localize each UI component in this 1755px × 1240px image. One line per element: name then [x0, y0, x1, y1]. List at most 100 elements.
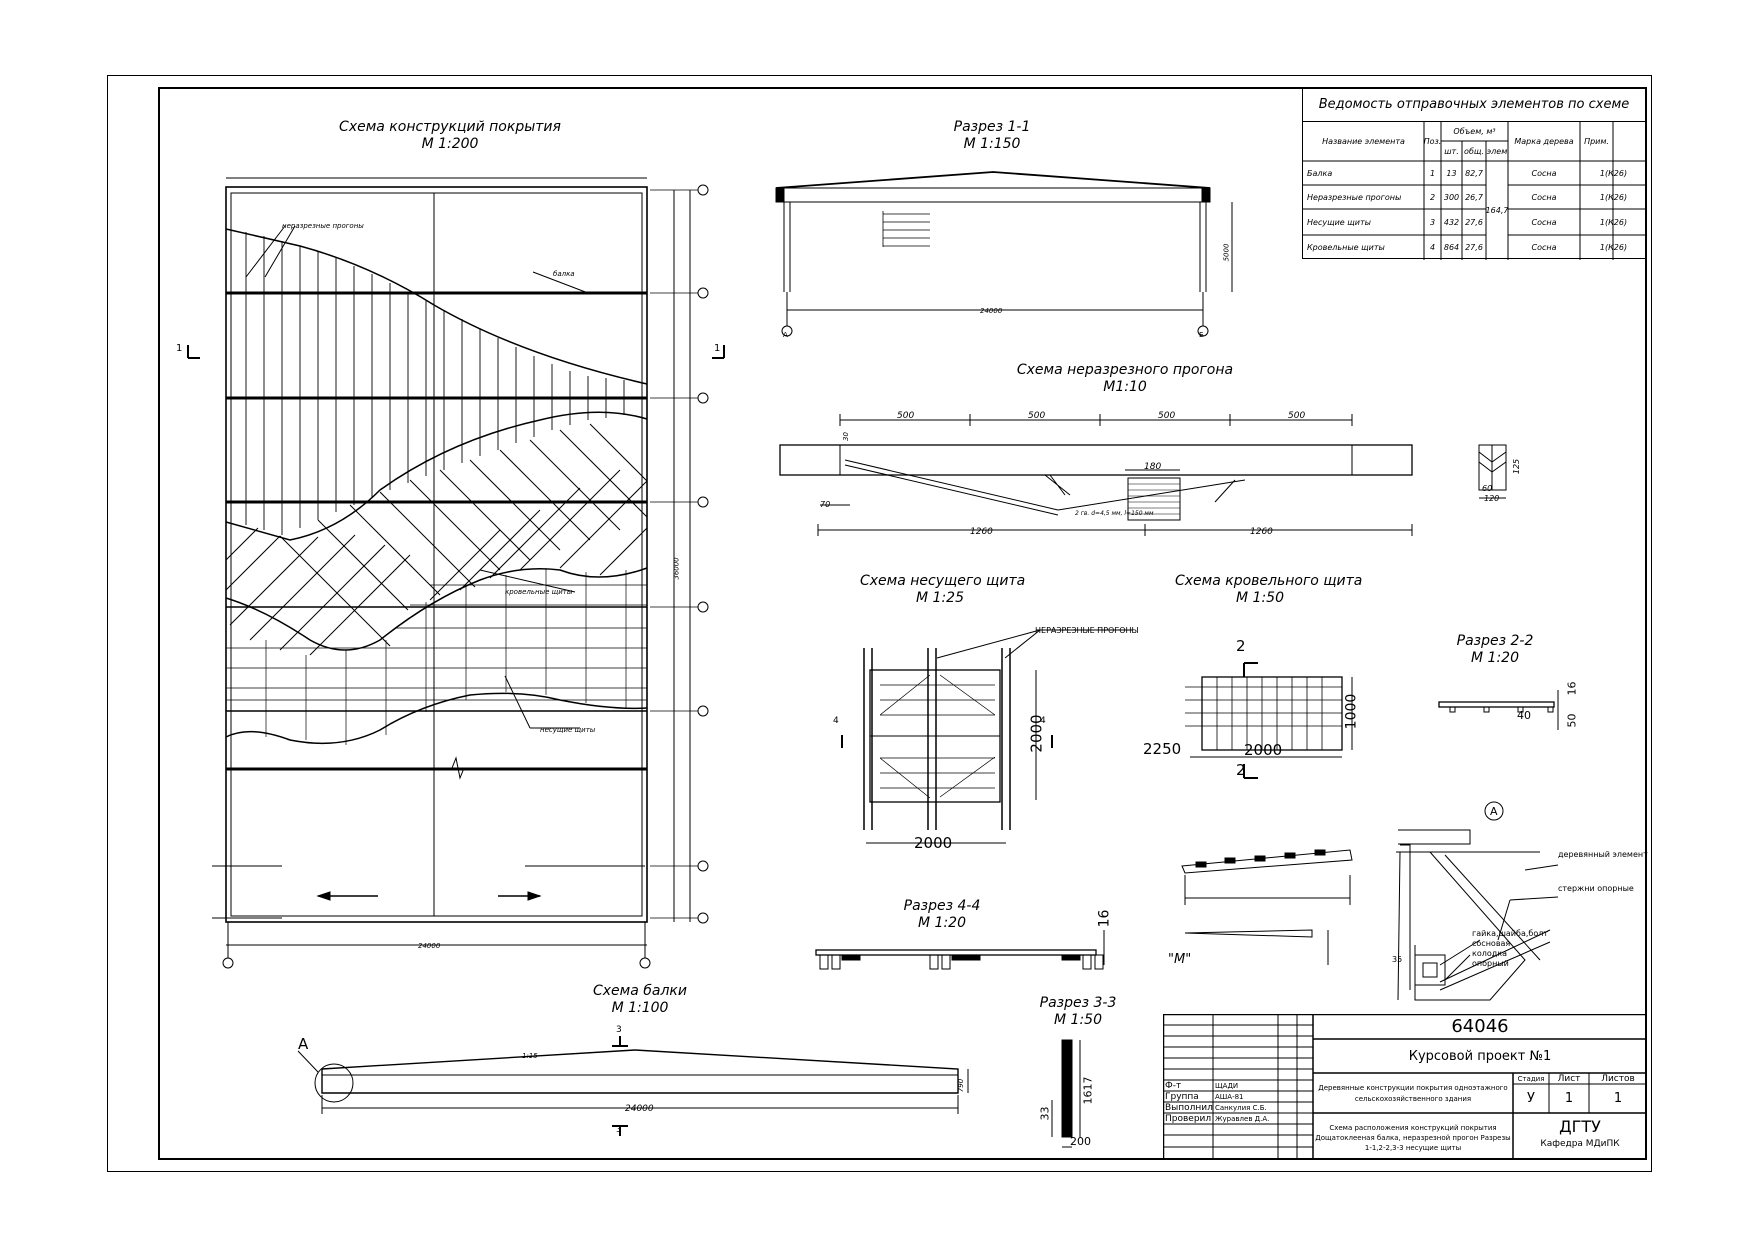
statement-grid [1303, 121, 1647, 260]
beam-node-label: А [298, 1035, 309, 1053]
roof-plan-total-dim: 36000 [672, 557, 681, 580]
sheet-inner-frame [158, 87, 1647, 1160]
purlin-depth: 125 [1512, 458, 1522, 475]
bearing-panel-width: 2000 [914, 834, 953, 852]
section-1-1-height: 5000 [1222, 243, 1231, 262]
title-block-stage: У [1527, 1091, 1535, 1106]
section-3-3-drawing [1051, 1039, 1081, 1148]
purlin-half-1: 1260 [970, 527, 993, 537]
statement-row-3-vol: 27,6 [1465, 217, 1483, 227]
statement-row-2-vol: 26,7 [1465, 192, 1483, 202]
section-2-2-dim-c: 16 [1565, 681, 1579, 696]
roof-plan-scale: М 1:200 [421, 136, 479, 152]
beam-cut-top: 3 [616, 1025, 622, 1035]
node-a-note-wood: деревянный элемент [1558, 850, 1648, 859]
beam-scale: М 1:100 [611, 1000, 669, 1016]
node-a-note-bolt: гайка,шайба,болт [1472, 929, 1548, 938]
roof-plan-title-text: Схема конструкций покрытия [339, 119, 561, 135]
bearing-panel-drawing [841, 629, 1133, 844]
statement-row-4-name: Кровельные щиты [1307, 243, 1385, 252]
title-block-sheet-header: Лист [1557, 1073, 1581, 1084]
title-block-value-2: АША-81 [1215, 1092, 1244, 1101]
section-4-4-title-text: Разрез 4-4 [903, 898, 981, 914]
section-mark-1-right: 1 [714, 343, 721, 354]
title-block-dept: Кафедра МДиПК [1540, 1139, 1620, 1149]
purlin-sec-half: 60 [1482, 484, 1493, 493]
section-2-2-title-text: Разрез 2-2 [1456, 633, 1534, 649]
statement-row-2-wood: Сосна [1531, 192, 1557, 202]
title-block-stage-header: Стадия [1517, 1074, 1545, 1083]
purlin-drawing [779, 414, 1507, 536]
statement-row-1-note: 1(К26) [1599, 168, 1628, 178]
statement-row-2-pos: 2 [1429, 192, 1436, 202]
section-4-4-dim: 16 [1096, 909, 1113, 928]
title-block-subject: Деревянные конструкции покрытия одноэтаж… [1318, 1084, 1508, 1103]
title-block-sheet: 1 [1564, 1091, 1574, 1106]
beam-slope: 1:15 [522, 1052, 538, 1060]
node-a-note-pine: сосновая [1472, 939, 1511, 948]
title-block: 64046 Курсовой проект №1 Деревянные конс… [1163, 1014, 1647, 1160]
node-a-notes-3: гайка,шайба,болт сосновая колодка опорны… [1472, 929, 1548, 969]
statement-header-elem: элем [1486, 146, 1508, 156]
section-2-2-dim-a: 40 [1517, 709, 1531, 722]
roof-panel-height: 1000 [1343, 693, 1360, 730]
section-3-3-dim: 33 [1038, 1106, 1052, 1121]
statement-title: Ведомость отправочных элементов по схеме [1303, 89, 1645, 122]
title-block-code: 64046 [1451, 1016, 1509, 1037]
section-1-1-drawing [775, 171, 1233, 337]
purlin-joint: 180 [1144, 462, 1162, 472]
statement-header-wood: Марка дерева [1514, 136, 1574, 146]
node-a-label: А [1490, 805, 1498, 818]
purlin-scale: М1:10 [1103, 379, 1147, 395]
statement-total-volume: 164,7 [1485, 206, 1509, 215]
purlin-span-3: 500 [1158, 411, 1176, 421]
section-1-1-title-text: Разрез 1-1 [953, 119, 1031, 135]
roof-plan-drawing [187, 177, 725, 969]
statement-row-2-note: 1(К26) [1599, 192, 1628, 202]
beam-title-text: Схема балки [593, 983, 687, 999]
section-3-3-scale: М 1:50 [1054, 1012, 1102, 1028]
beam-cut-bottom: 3 [616, 1125, 622, 1135]
detail-m-drawing [1181, 849, 1353, 965]
section-3-3-width: 200 [1070, 1135, 1091, 1148]
purlin-title: Схема неразрезного прогона М1:10 [1000, 362, 1250, 396]
statement-header-volume: Объем, м³ [1453, 126, 1496, 136]
title-block-project: Курсовой проект №1 [1408, 1048, 1552, 1064]
node-a-drawing [1396, 801, 1559, 1001]
statement-header-qty: шт. [1444, 146, 1459, 156]
bearing-panel-cut-left: 4 [833, 716, 839, 726]
section-3-3-title-text: Разрез 3-3 [1039, 995, 1117, 1011]
detail-m-label: "М" [1168, 952, 1192, 967]
section-3-3-height: 1617 [1081, 1076, 1095, 1105]
statement-row-1-pos: 1 [1429, 168, 1436, 178]
purlin-span-2: 500 [1028, 411, 1046, 421]
title-block-org: ДГТУ [1559, 1116, 1601, 1136]
title-block-role-3: Выполнил [1165, 1102, 1213, 1113]
title-block-value-1: ЩАДИ [1215, 1081, 1239, 1090]
statement-row-4-pos: 4 [1429, 243, 1436, 252]
node-a-note-rods: стержни опорные [1558, 884, 1634, 893]
purlin-note: 2 гв. d=4,5 мм, l=150 мм [1075, 510, 1154, 517]
title-block-value-4: Журавлев Д.А. [1215, 1114, 1270, 1123]
statement-table: Ведомость отправочных элементов по схеме… [1302, 88, 1647, 260]
title-block-sheets: 1 [1613, 1091, 1623, 1106]
callout-purlins: неразрезные прогоны [282, 222, 364, 230]
section-4-4-title: Разрез 4-4 М 1:20 [892, 898, 992, 932]
roof-panel-cut-bottom: 2 [1236, 761, 1246, 779]
bearing-panel-title-text: Схема несущего щита [860, 573, 1026, 589]
roof-plan-title: Схема конструкций покрытия М 1:200 [330, 119, 570, 153]
bearing-panel-title: Схема несущего щита М 1:25 [860, 573, 1026, 607]
statement-row-4-vol: 27,6 [1465, 243, 1483, 252]
axis-a-label: А [783, 331, 788, 339]
section-2-2-scale: М 1:20 [1471, 650, 1519, 666]
section-2-2-title: Разрез 2-2 М 1:20 [1445, 633, 1545, 667]
roof-panel-scale: М 1:50 [1236, 590, 1284, 606]
section-1-1-scale: М 1:150 [963, 136, 1021, 152]
statement-header-name: Название элемента [1322, 136, 1405, 146]
section-1-1-span: 24000 [980, 307, 1003, 315]
roof-plan-width-dim: 24000 [418, 942, 441, 950]
bearing-panel-cut-right: 4 [1040, 716, 1046, 726]
title-block-grid [1163, 1014, 1647, 1160]
statement-row-2-qty: 300 [1443, 192, 1460, 202]
